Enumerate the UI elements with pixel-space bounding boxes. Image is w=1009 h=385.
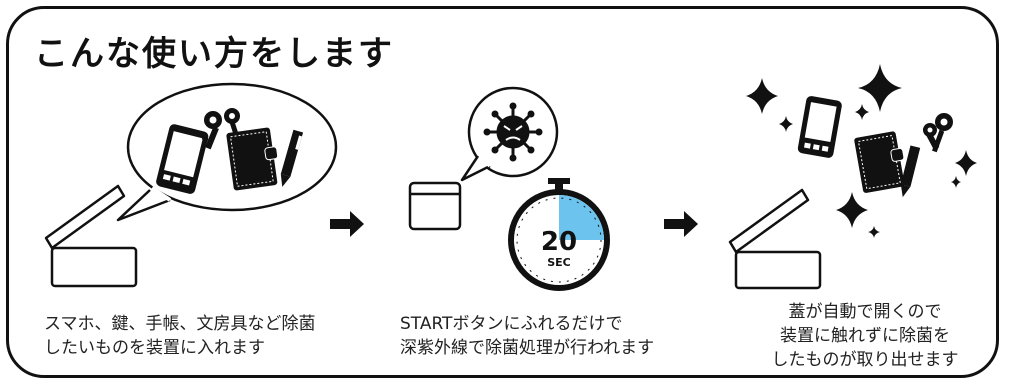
step-1-line-2: したいものを装置に入れます — [44, 338, 265, 358]
germ-icon — [483, 102, 543, 162]
page-title: こんな使い方をします — [34, 34, 394, 74]
step-2-line-1: STARTボタンにふれるだけで — [400, 314, 623, 334]
stopwatch-icon: 20 SEC — [508, 178, 610, 291]
step-1-line-1: スマホ、鍵、手帳、文房具など除菌 — [44, 314, 316, 334]
notebook-icon — [226, 127, 279, 191]
step-3-line-3: したものが取り出せます — [771, 350, 959, 370]
container-closed-icon — [408, 181, 462, 231]
container-open-icon — [44, 184, 138, 288]
step-3-caption: 蓋が自動で開くので 装置に触れずに除菌を したものが取り出せます — [736, 300, 994, 372]
smartphone-icon — [156, 124, 209, 194]
arrow-right-icon — [664, 211, 698, 237]
key-icon — [922, 113, 953, 153]
arrow-right-icon — [330, 211, 364, 237]
container-open-icon — [728, 188, 822, 290]
notebook-icon — [854, 131, 905, 193]
pen-icon — [280, 129, 304, 187]
step-3-line-2: 装置に触れずに除菌を — [780, 326, 950, 346]
speech-bubble — [116, 82, 338, 222]
timer-value: 20 — [541, 227, 577, 257]
step-2-line-2: 深紫外線で除菌処理が行われます — [400, 338, 655, 358]
smartphone-icon — [797, 96, 842, 158]
step-2-caption: STARTボタンにふれるだけで 深紫外線で除菌処理が行われます — [400, 312, 654, 360]
sparkle-icon — [746, 64, 977, 238]
timer-unit: SEC — [547, 256, 571, 269]
step-1-caption: スマホ、鍵、手帳、文房具など除菌 したいものを装置に入れます — [44, 312, 316, 360]
panel-frame — [6, 6, 999, 378]
step-3-line-1: 蓋が自動で開くので — [788, 302, 942, 322]
pen-icon — [900, 145, 921, 198]
